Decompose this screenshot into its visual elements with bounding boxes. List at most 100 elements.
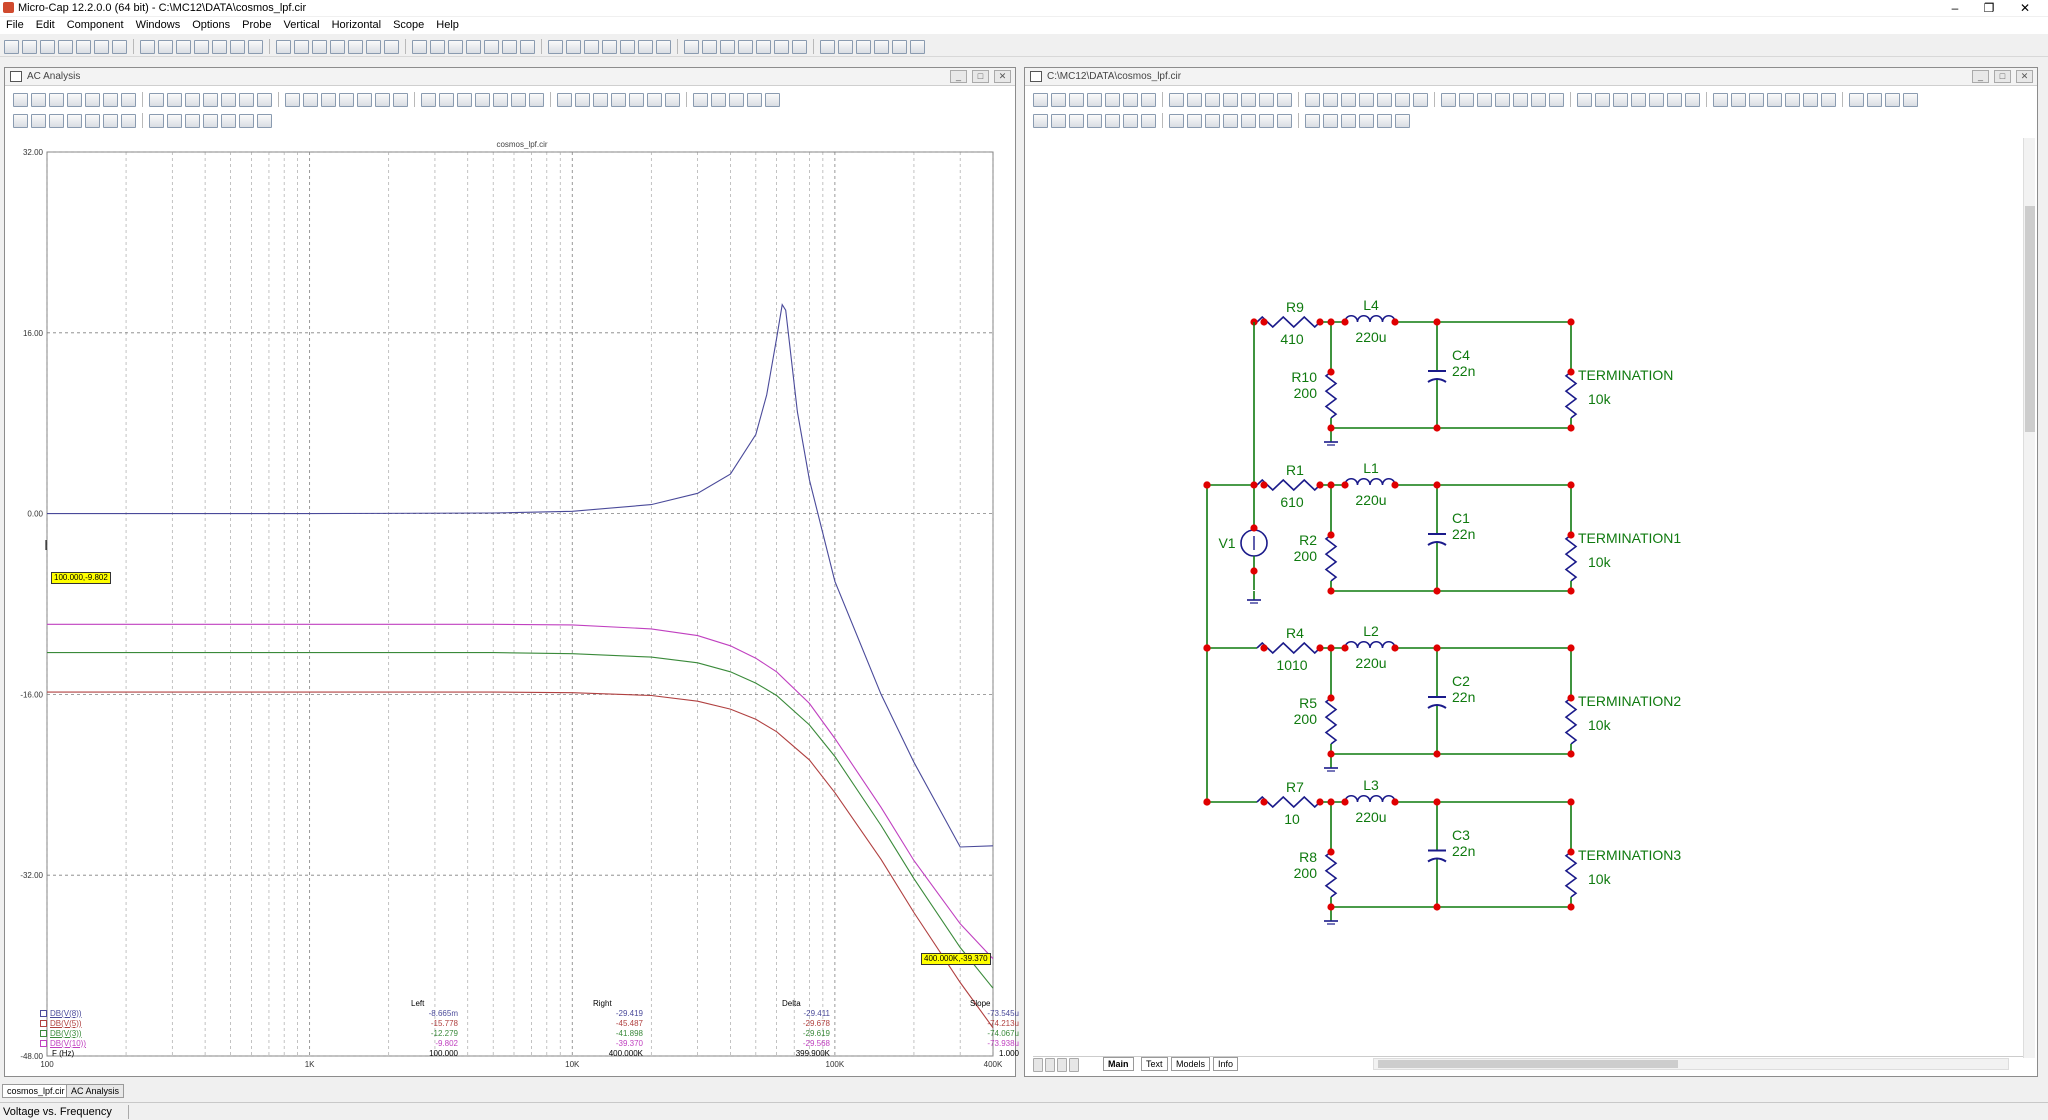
main-tool-button-22[interactable]	[412, 39, 427, 54]
ac-chart[interactable]: cosmos_lpf.cir 32.0016.000.00-16.00-32.0…	[7, 138, 1013, 1072]
ac2-tool-button-6[interactable]	[103, 113, 118, 128]
sch-tool-button-29[interactable]	[1577, 92, 1592, 107]
menu-horizontal[interactable]: Horizontal	[331, 19, 382, 31]
legend-expression[interactable]: DB(V(10))	[50, 1039, 87, 1048]
sch2-tool-button-10[interactable]	[1205, 113, 1220, 128]
legend-swatch[interactable]	[40, 1040, 47, 1047]
sch-tool-button-40[interactable]	[1785, 92, 1800, 107]
menu-scope[interactable]: Scope	[393, 19, 425, 31]
ac-tool-button-1[interactable]	[13, 92, 28, 107]
legend-swatch[interactable]	[40, 1030, 47, 1037]
main-tool-button-47[interactable]	[892, 39, 907, 54]
label-R2[interactable]: R2	[1299, 532, 1317, 548]
label-L3[interactable]: L3	[1363, 777, 1379, 793]
main-tool-button-25[interactable]	[466, 39, 481, 54]
vscroll-thumb[interactable]	[2025, 206, 2035, 432]
first-page-button[interactable]	[1033, 1058, 1043, 1072]
resistor-symbol[interactable]	[1564, 534, 1578, 582]
sch2-tool-button-5[interactable]	[1105, 113, 1120, 128]
page-nav-buttons[interactable]	[1033, 1058, 1097, 1072]
series-line-DB(V(8))[interactable]	[47, 303, 994, 848]
sch2-tool-button-4[interactable]	[1087, 113, 1102, 128]
sch-tool-button-1[interactable]	[1033, 92, 1048, 107]
sch-tool-button-44[interactable]	[1867, 92, 1882, 107]
mdi-tab-schematic[interactable]: cosmos_lpf.cir	[2, 1084, 70, 1098]
label-V1[interactable]: V1	[1218, 535, 1235, 551]
main-tool-button-46[interactable]	[874, 39, 889, 54]
label-L1[interactable]: L1	[1363, 460, 1379, 476]
main-tool-button-11[interactable]	[194, 39, 209, 54]
ac-tool-button-10[interactable]	[185, 92, 200, 107]
ac-tool-button-30[interactable]	[575, 92, 590, 107]
ac2-tool-button-12[interactable]	[221, 113, 236, 128]
main-tool-button-42[interactable]	[792, 39, 807, 54]
ac-tool-button-16[interactable]	[303, 92, 318, 107]
menu-probe[interactable]: Probe	[242, 19, 272, 31]
value-TERMINATION1[interactable]: 10k	[1588, 554, 1612, 570]
main-tool-button-10[interactable]	[176, 39, 191, 54]
sch2-tool-button-19[interactable]	[1377, 113, 1392, 128]
legend-swatch[interactable]	[40, 1020, 47, 1027]
value-R1[interactable]: 610	[1280, 494, 1304, 510]
ac-tool-button-12[interactable]	[221, 92, 236, 107]
sch2-tool-button-7[interactable]	[1141, 113, 1156, 128]
value-L2[interactable]: 220u	[1355, 655, 1386, 671]
ac-tool-button-18[interactable]	[339, 92, 354, 107]
main-tool-button-1[interactable]	[4, 39, 19, 54]
sch-tool-button-46[interactable]	[1903, 92, 1918, 107]
main-tool-button-19[interactable]	[348, 39, 363, 54]
main-tool-button-3[interactable]	[40, 39, 55, 54]
main-tool-button-34[interactable]	[638, 39, 653, 54]
value-R5[interactable]: 200	[1294, 711, 1318, 727]
sch-tool-button-21[interactable]	[1413, 92, 1428, 107]
value-R9[interactable]: 410	[1280, 331, 1304, 347]
ac-tool-button-24[interactable]	[457, 92, 472, 107]
menu-file[interactable]: File	[6, 19, 24, 31]
ac-tool-button-5[interactable]	[85, 92, 100, 107]
sch2-tool-button-3[interactable]	[1069, 113, 1084, 128]
resistor-symbol[interactable]	[1324, 851, 1338, 898]
sch2-tool-button-12[interactable]	[1241, 113, 1256, 128]
ac-maximize-button[interactable]: □	[972, 70, 989, 83]
sch-tool-button-37[interactable]	[1731, 92, 1746, 107]
sch-tool-button-14[interactable]	[1277, 92, 1292, 107]
ac-tool-button-23[interactable]	[439, 92, 454, 107]
menu-component[interactable]: Component	[66, 19, 124, 31]
ac2-tool-button-4[interactable]	[67, 113, 82, 128]
sch2-tool-button-15[interactable]	[1305, 113, 1320, 128]
ac-tool-button-6[interactable]	[103, 92, 118, 107]
value-TERMINATION3[interactable]: 10k	[1588, 871, 1612, 887]
main-tool-button-29[interactable]	[548, 39, 563, 54]
sch-tool-button-23[interactable]	[1459, 92, 1474, 107]
sch-tool-button-8[interactable]	[1169, 92, 1184, 107]
mdi-tab-ac-analysis[interactable]: AC Analysis	[66, 1084, 125, 1098]
ac-tool-button-26[interactable]	[493, 92, 508, 107]
value-L3[interactable]: 220u	[1355, 809, 1386, 825]
menu-help[interactable]: Help	[436, 19, 459, 31]
next-page-button[interactable]	[1057, 1058, 1067, 1072]
sch-tool-button-10[interactable]	[1205, 92, 1220, 107]
value-TERMINATION[interactable]: 10k	[1588, 391, 1612, 407]
sch-tool-button-7[interactable]	[1141, 92, 1156, 107]
main-tool-button-37[interactable]	[702, 39, 717, 54]
sch-tool-button-42[interactable]	[1821, 92, 1836, 107]
sch-tool-button-43[interactable]	[1849, 92, 1864, 107]
ac-tool-button-25[interactable]	[475, 92, 490, 107]
ac-tool-button-22[interactable]	[421, 92, 436, 107]
ac-tool-button-7[interactable]	[121, 92, 136, 107]
sch-tool-button-27[interactable]	[1531, 92, 1546, 107]
ac-tool-button-2[interactable]	[31, 92, 46, 107]
ac-tool-button-3[interactable]	[49, 92, 64, 107]
sch2-tool-button-9[interactable]	[1187, 113, 1202, 128]
resistor-symbol[interactable]	[1564, 697, 1578, 745]
legend-expression[interactable]: F (Hz)	[52, 1049, 75, 1058]
ac2-tool-button-7[interactable]	[121, 113, 136, 128]
main-tool-button-8[interactable]	[140, 39, 155, 54]
sch-tool-button-20[interactable]	[1395, 92, 1410, 107]
value-L1[interactable]: 220u	[1355, 492, 1386, 508]
legend-swatch[interactable]	[40, 1010, 47, 1017]
main-tool-button-44[interactable]	[838, 39, 853, 54]
main-tool-button-27[interactable]	[502, 39, 517, 54]
label-R4[interactable]: R4	[1286, 625, 1304, 641]
